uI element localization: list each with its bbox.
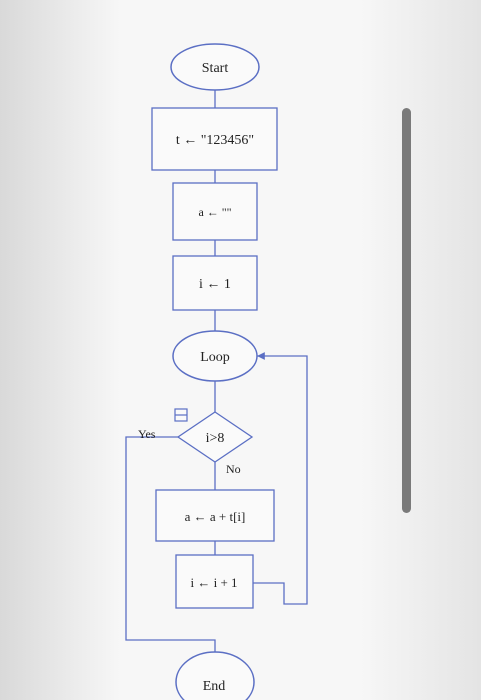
- condition-label: i>8: [206, 431, 225, 446]
- increment-shape: [175, 554, 254, 609]
- yes-branch-label: Yes: [138, 427, 156, 441]
- start-node[interactable]: Start: [170, 43, 260, 91]
- append-label: a ← a + t[i]: [185, 509, 246, 524]
- assign-i-shape: [172, 255, 258, 311]
- scrollbar-thumb[interactable]: [402, 108, 411, 513]
- assign-a-shape: [172, 182, 258, 241]
- condition-node[interactable]: i>8: [176, 411, 254, 463]
- condition-shape: [176, 411, 254, 463]
- assign-a-label: a ← "": [198, 205, 231, 219]
- start-label: Start: [202, 61, 229, 76]
- collapse-toggle-icon[interactable]: [174, 408, 188, 422]
- end-node[interactable]: End: [175, 651, 255, 700]
- assign-t-shape: [151, 107, 278, 171]
- increment-node[interactable]: i ← i + 1: [175, 554, 254, 609]
- loop-node[interactable]: Loop: [172, 330, 258, 382]
- no-branch-label: No: [226, 462, 241, 476]
- end-shape: [175, 651, 255, 700]
- connectors: [125, 90, 308, 652]
- assign-t-label: t ← "123456": [176, 133, 254, 148]
- increment-label: i ← i + 1: [190, 575, 237, 590]
- connector-loop-back: [253, 352, 308, 605]
- start-shape: [170, 43, 260, 91]
- loop-label: Loop: [200, 350, 230, 365]
- assign-a-node[interactable]: a ← "": [172, 182, 258, 241]
- end-label: End: [203, 679, 226, 694]
- append-shape: [155, 489, 275, 542]
- assign-t-node[interactable]: t ← "123456": [151, 107, 278, 171]
- loop-shape: [172, 330, 258, 382]
- connector-condition-yes: [125, 436, 216, 652]
- assign-i-label: i ← 1: [199, 277, 231, 292]
- assign-i-node[interactable]: i ← 1: [172, 255, 258, 311]
- append-node[interactable]: a ← a + t[i]: [155, 489, 275, 542]
